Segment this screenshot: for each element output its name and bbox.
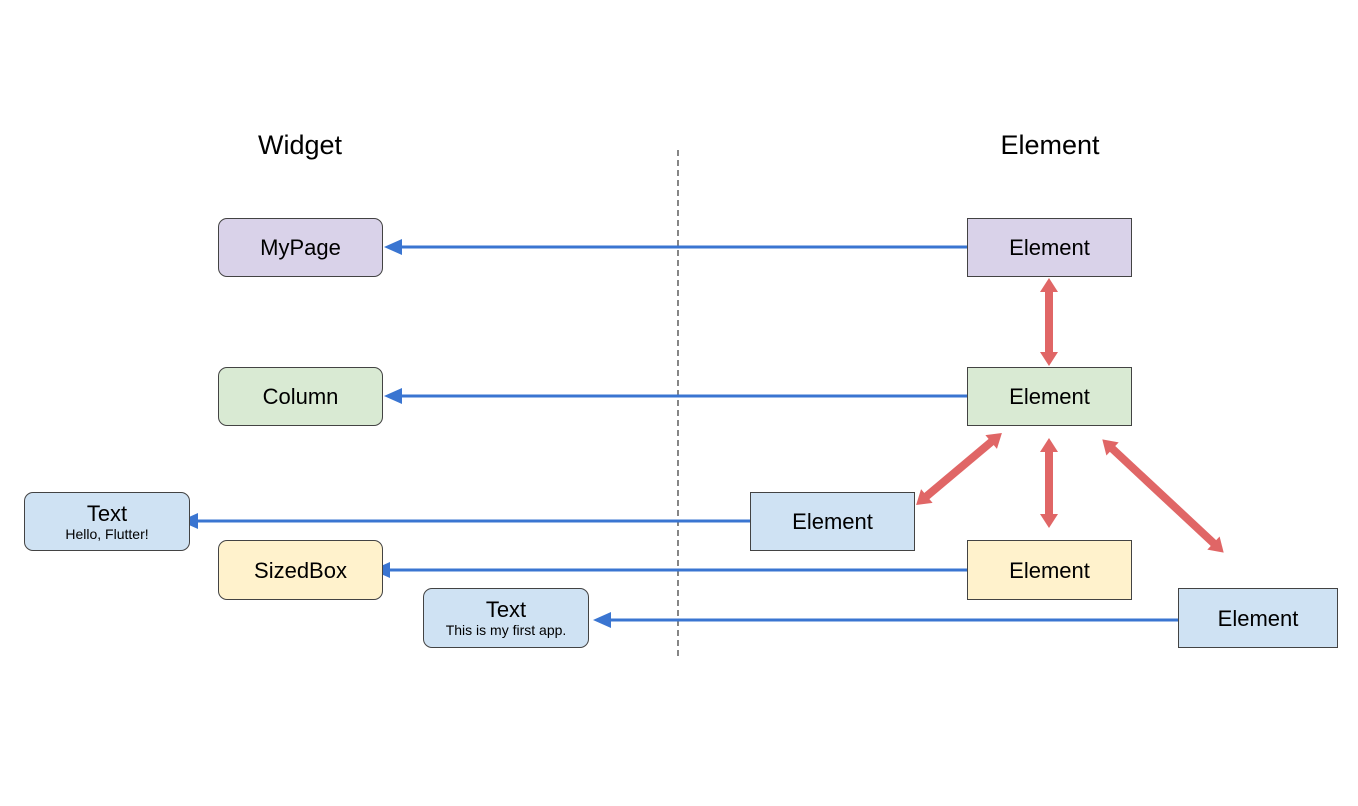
widget-text-hello-content: Hello, Flutter! (65, 525, 149, 542)
widget-column-label: Column (262, 384, 339, 409)
element-text-first-app-label: Element (1217, 605, 1299, 631)
widget-mypage-label: MyPage (260, 235, 341, 260)
widget-heading: Widget (257, 130, 343, 160)
widget-text-first-app: Text This is my first app. (423, 588, 589, 648)
tree-arrow-head-e2-up (1040, 438, 1058, 452)
tree-arrow-shaft-e2-e4 (1045, 450, 1053, 516)
reference-arrow-head-text-first-app (593, 612, 611, 628)
widget-mypage: MyPage (218, 218, 383, 277)
element-text-hello-label: Element (792, 509, 873, 534)
widget-sizedbox: SizedBox (218, 540, 383, 600)
tree-arrow-e2-e5 (1102, 439, 1224, 553)
widget-text-first-app-label: Text (485, 597, 527, 622)
tree-arrow-shaft-e1-e2 (1045, 290, 1053, 354)
tree-arrow-head-e4-down (1040, 514, 1058, 528)
reference-arrow-head-column (384, 388, 402, 404)
element-sizedbox-label: Element (1009, 557, 1090, 583)
element-sizedbox: Element (967, 540, 1132, 600)
widget-text-hello: Text Hello, Flutter! (24, 492, 190, 551)
widget-column: Column (218, 367, 383, 426)
tree-arrows (1040, 278, 1058, 528)
element-heading: Element (1000, 130, 1100, 160)
reference-arrows (180, 239, 1178, 628)
element-column: Element (967, 367, 1132, 426)
tree-arrow-head-e1-up (1040, 278, 1058, 292)
reference-arrow-head-mypage (384, 239, 402, 255)
element-mypage: Element (967, 218, 1132, 277)
tree-arrow-head-e2-down (1040, 352, 1058, 366)
widget-text-first-app-content: This is my first app. (445, 622, 567, 638)
tree-arrow-e2-e3 (916, 433, 1002, 505)
widget-sizedbox-label: SizedBox (254, 557, 347, 583)
widget-text-hello-label: Text (86, 500, 128, 526)
element-text-first-app: Element (1178, 588, 1338, 648)
element-mypage-label: Element (1009, 235, 1090, 260)
element-text-hello: Element (750, 492, 915, 551)
element-column-label: Element (1009, 384, 1090, 409)
